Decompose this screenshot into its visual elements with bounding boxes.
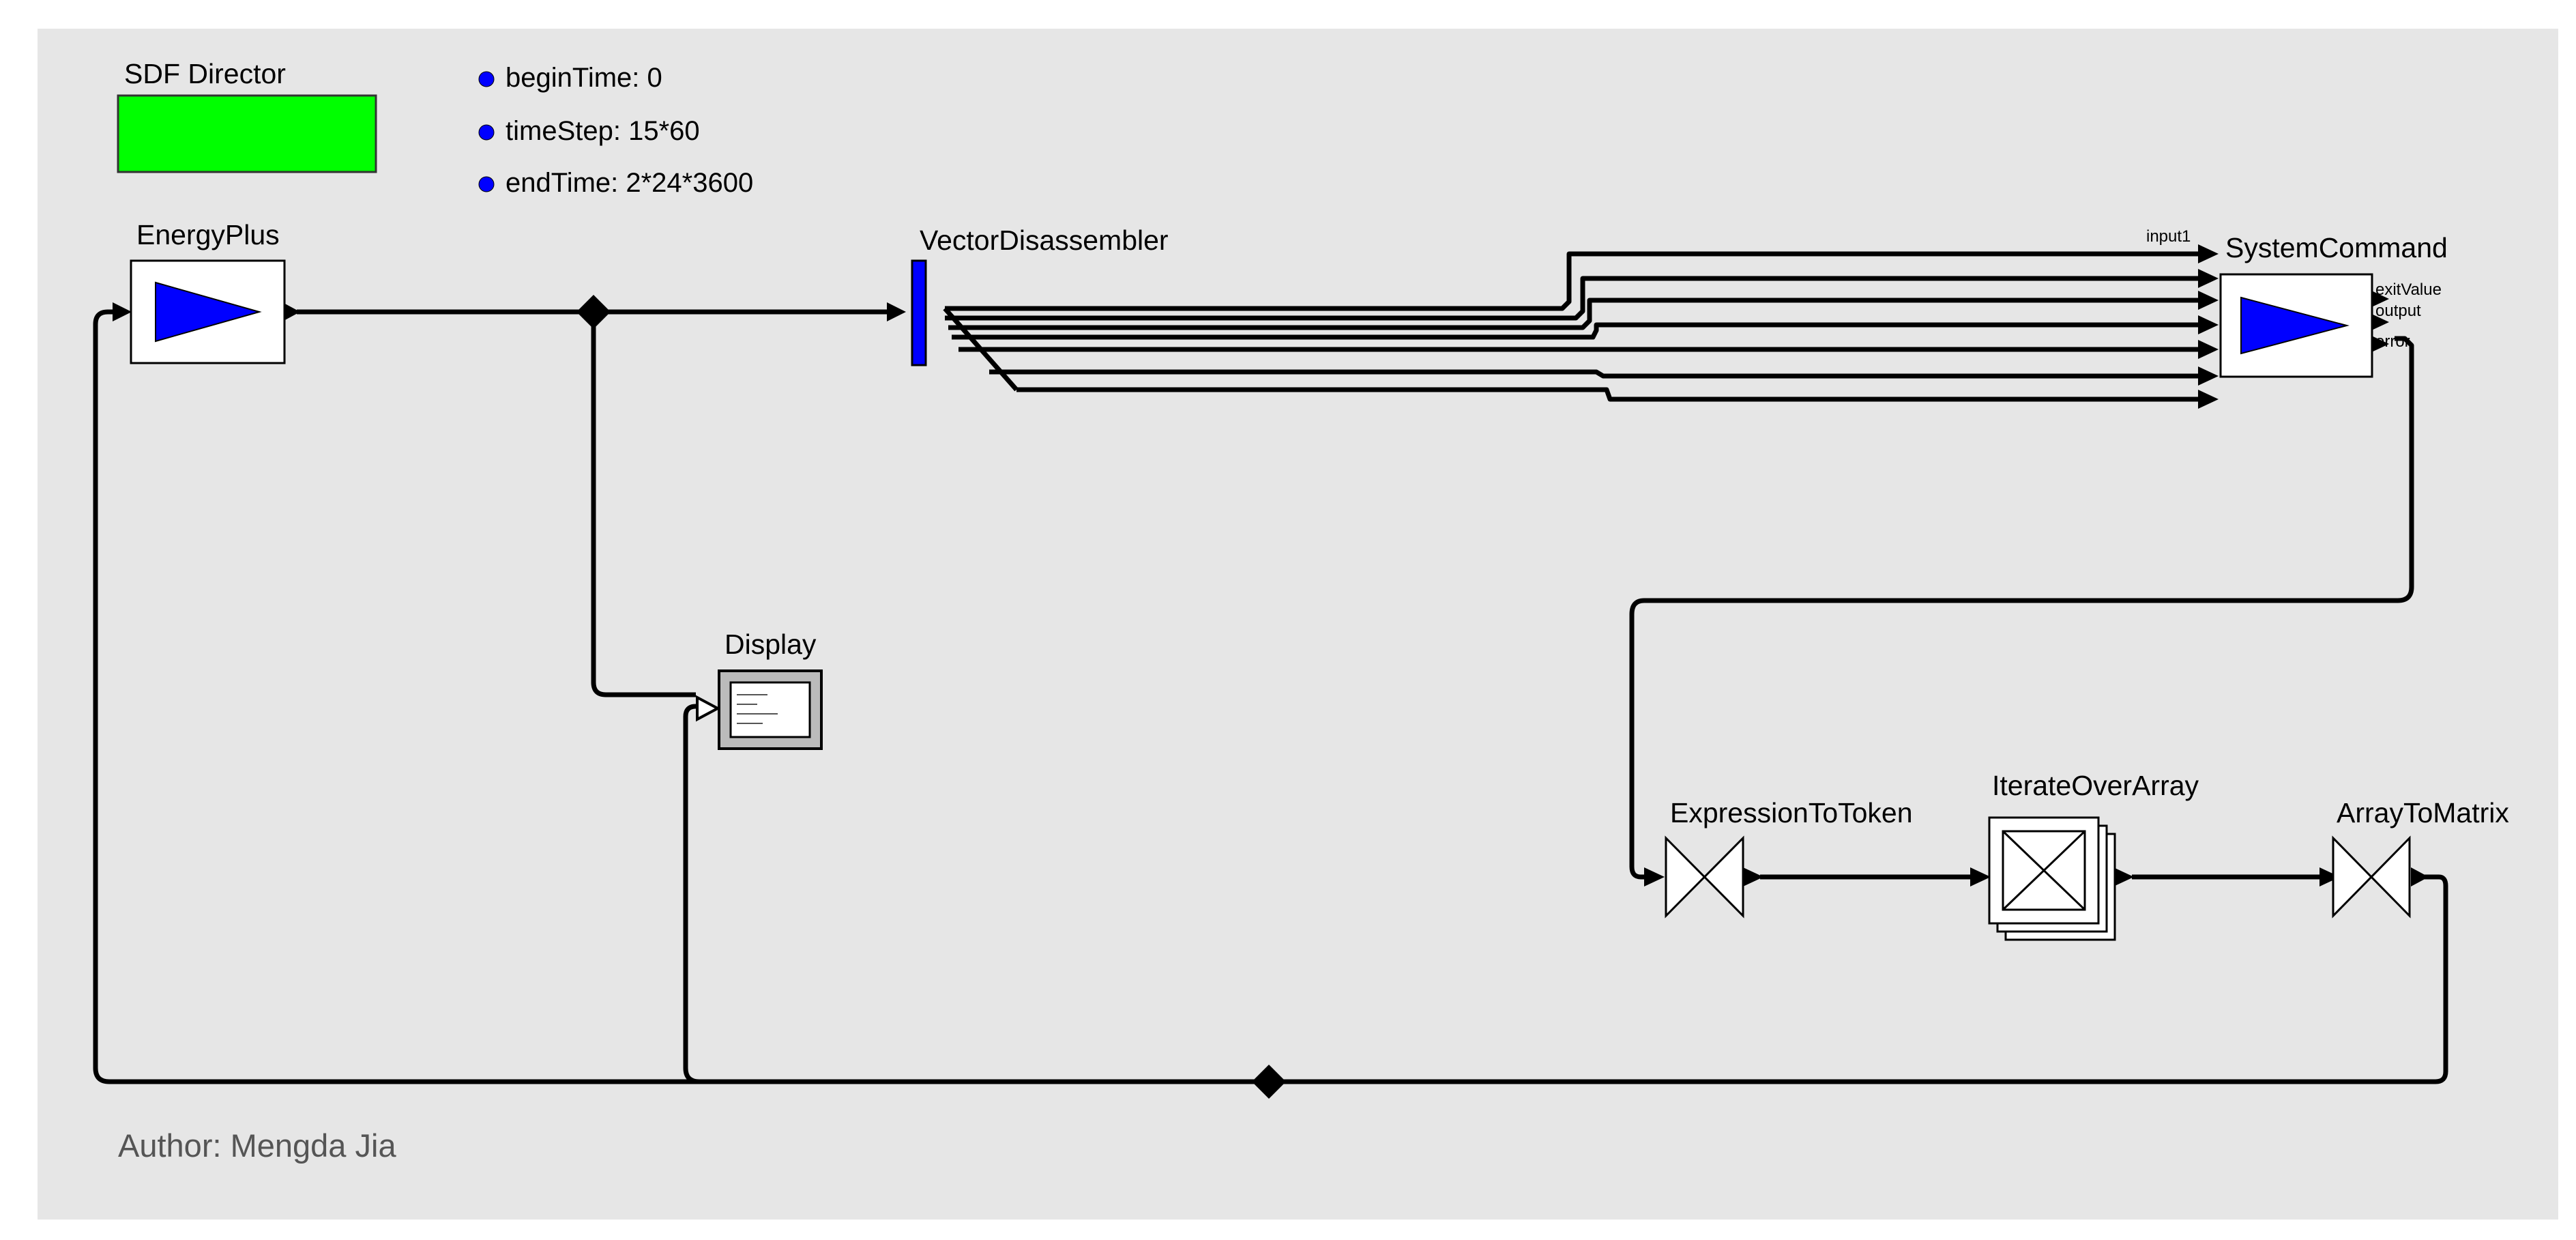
systemcommand-port-output: output (2375, 302, 2421, 320)
systemcommand-input-ports (2198, 244, 2219, 409)
systemcommand-triangle-icon (2240, 296, 2350, 355)
sdf-director[interactable]: SDF Director (117, 58, 377, 173)
systemcommand-port-exitvalue: exitValue (2375, 280, 2442, 299)
display-screen-icon (729, 681, 811, 738)
param-bullet-icon (478, 176, 495, 192)
systemcommand-port-input1: input1 (2146, 227, 2191, 246)
actor-vector-disassembler[interactable]: VectorDisassembler (911, 225, 1169, 366)
iterate-inner-box (2002, 830, 2086, 911)
display-label: Display (724, 629, 817, 660)
relation-diamond-top[interactable] (576, 295, 611, 329)
array-to-matrix-bowtie-icon[interactable] (2332, 835, 2411, 919)
energyplus-label: EnergyPlus (136, 219, 280, 250)
parameters: beginTime: 0 timeStep: 15*60 endTime: 2*… (478, 63, 753, 198)
actor-iterate-over-array[interactable]: IterateOverArray (1988, 770, 2199, 941)
param-bullet-icon (478, 124, 495, 141)
port-arrows (113, 244, 2429, 886)
array-to-matrix-label: ArrayToMatrix (2337, 797, 2509, 828)
expression-to-token-label: ExpressionToToken (1670, 797, 1913, 828)
vector-disassembler-bar[interactable] (911, 259, 927, 366)
actor-energyplus[interactable]: EnergyPlus (130, 219, 286, 364)
param-time-step[interactable]: timeStep: 15*60 (478, 116, 700, 146)
param-time-step-text: timeStep: 15*60 (506, 116, 700, 146)
actor-display[interactable]: Display (718, 629, 823, 750)
param-begin-time-text: beginTime: 0 (506, 63, 662, 93)
connections (93, 251, 2448, 1084)
sdf-director-box[interactable] (117, 94, 377, 173)
canvas-background (38, 29, 2558, 1220)
param-end-time-text: endTime: 2*24*3600 (506, 168, 753, 198)
relation-diamond-bottom[interactable] (1252, 1065, 1286, 1099)
param-end-time[interactable]: endTime: 2*24*3600 (478, 168, 753, 198)
param-bullet-icon (478, 71, 495, 87)
energyplus-triangle-icon (155, 281, 262, 343)
actor-expression-to-token[interactable]: ExpressionToToken (1665, 797, 1913, 919)
actor-array-to-matrix[interactable]: ArrayToMatrix (2332, 797, 2509, 919)
iterate-over-array-label: IterateOverArray (1992, 770, 2199, 801)
iterate-cross-icon (2002, 830, 2086, 911)
param-begin-time[interactable]: beginTime: 0 (478, 63, 662, 93)
actor-system-command[interactable]: input1 SystemCommand exitValue output er… (2146, 227, 2448, 378)
systemcommand-label: SystemCommand (2225, 232, 2448, 263)
vector-disassembler-label: VectorDisassembler (920, 225, 1169, 256)
sdf-director-label: SDF Director (124, 58, 286, 89)
author-annotation: Author: Mengda Jia (118, 1127, 396, 1164)
expression-to-token-bowtie-icon[interactable] (1665, 835, 1744, 919)
systemcommand-port-error: error (2375, 332, 2410, 351)
